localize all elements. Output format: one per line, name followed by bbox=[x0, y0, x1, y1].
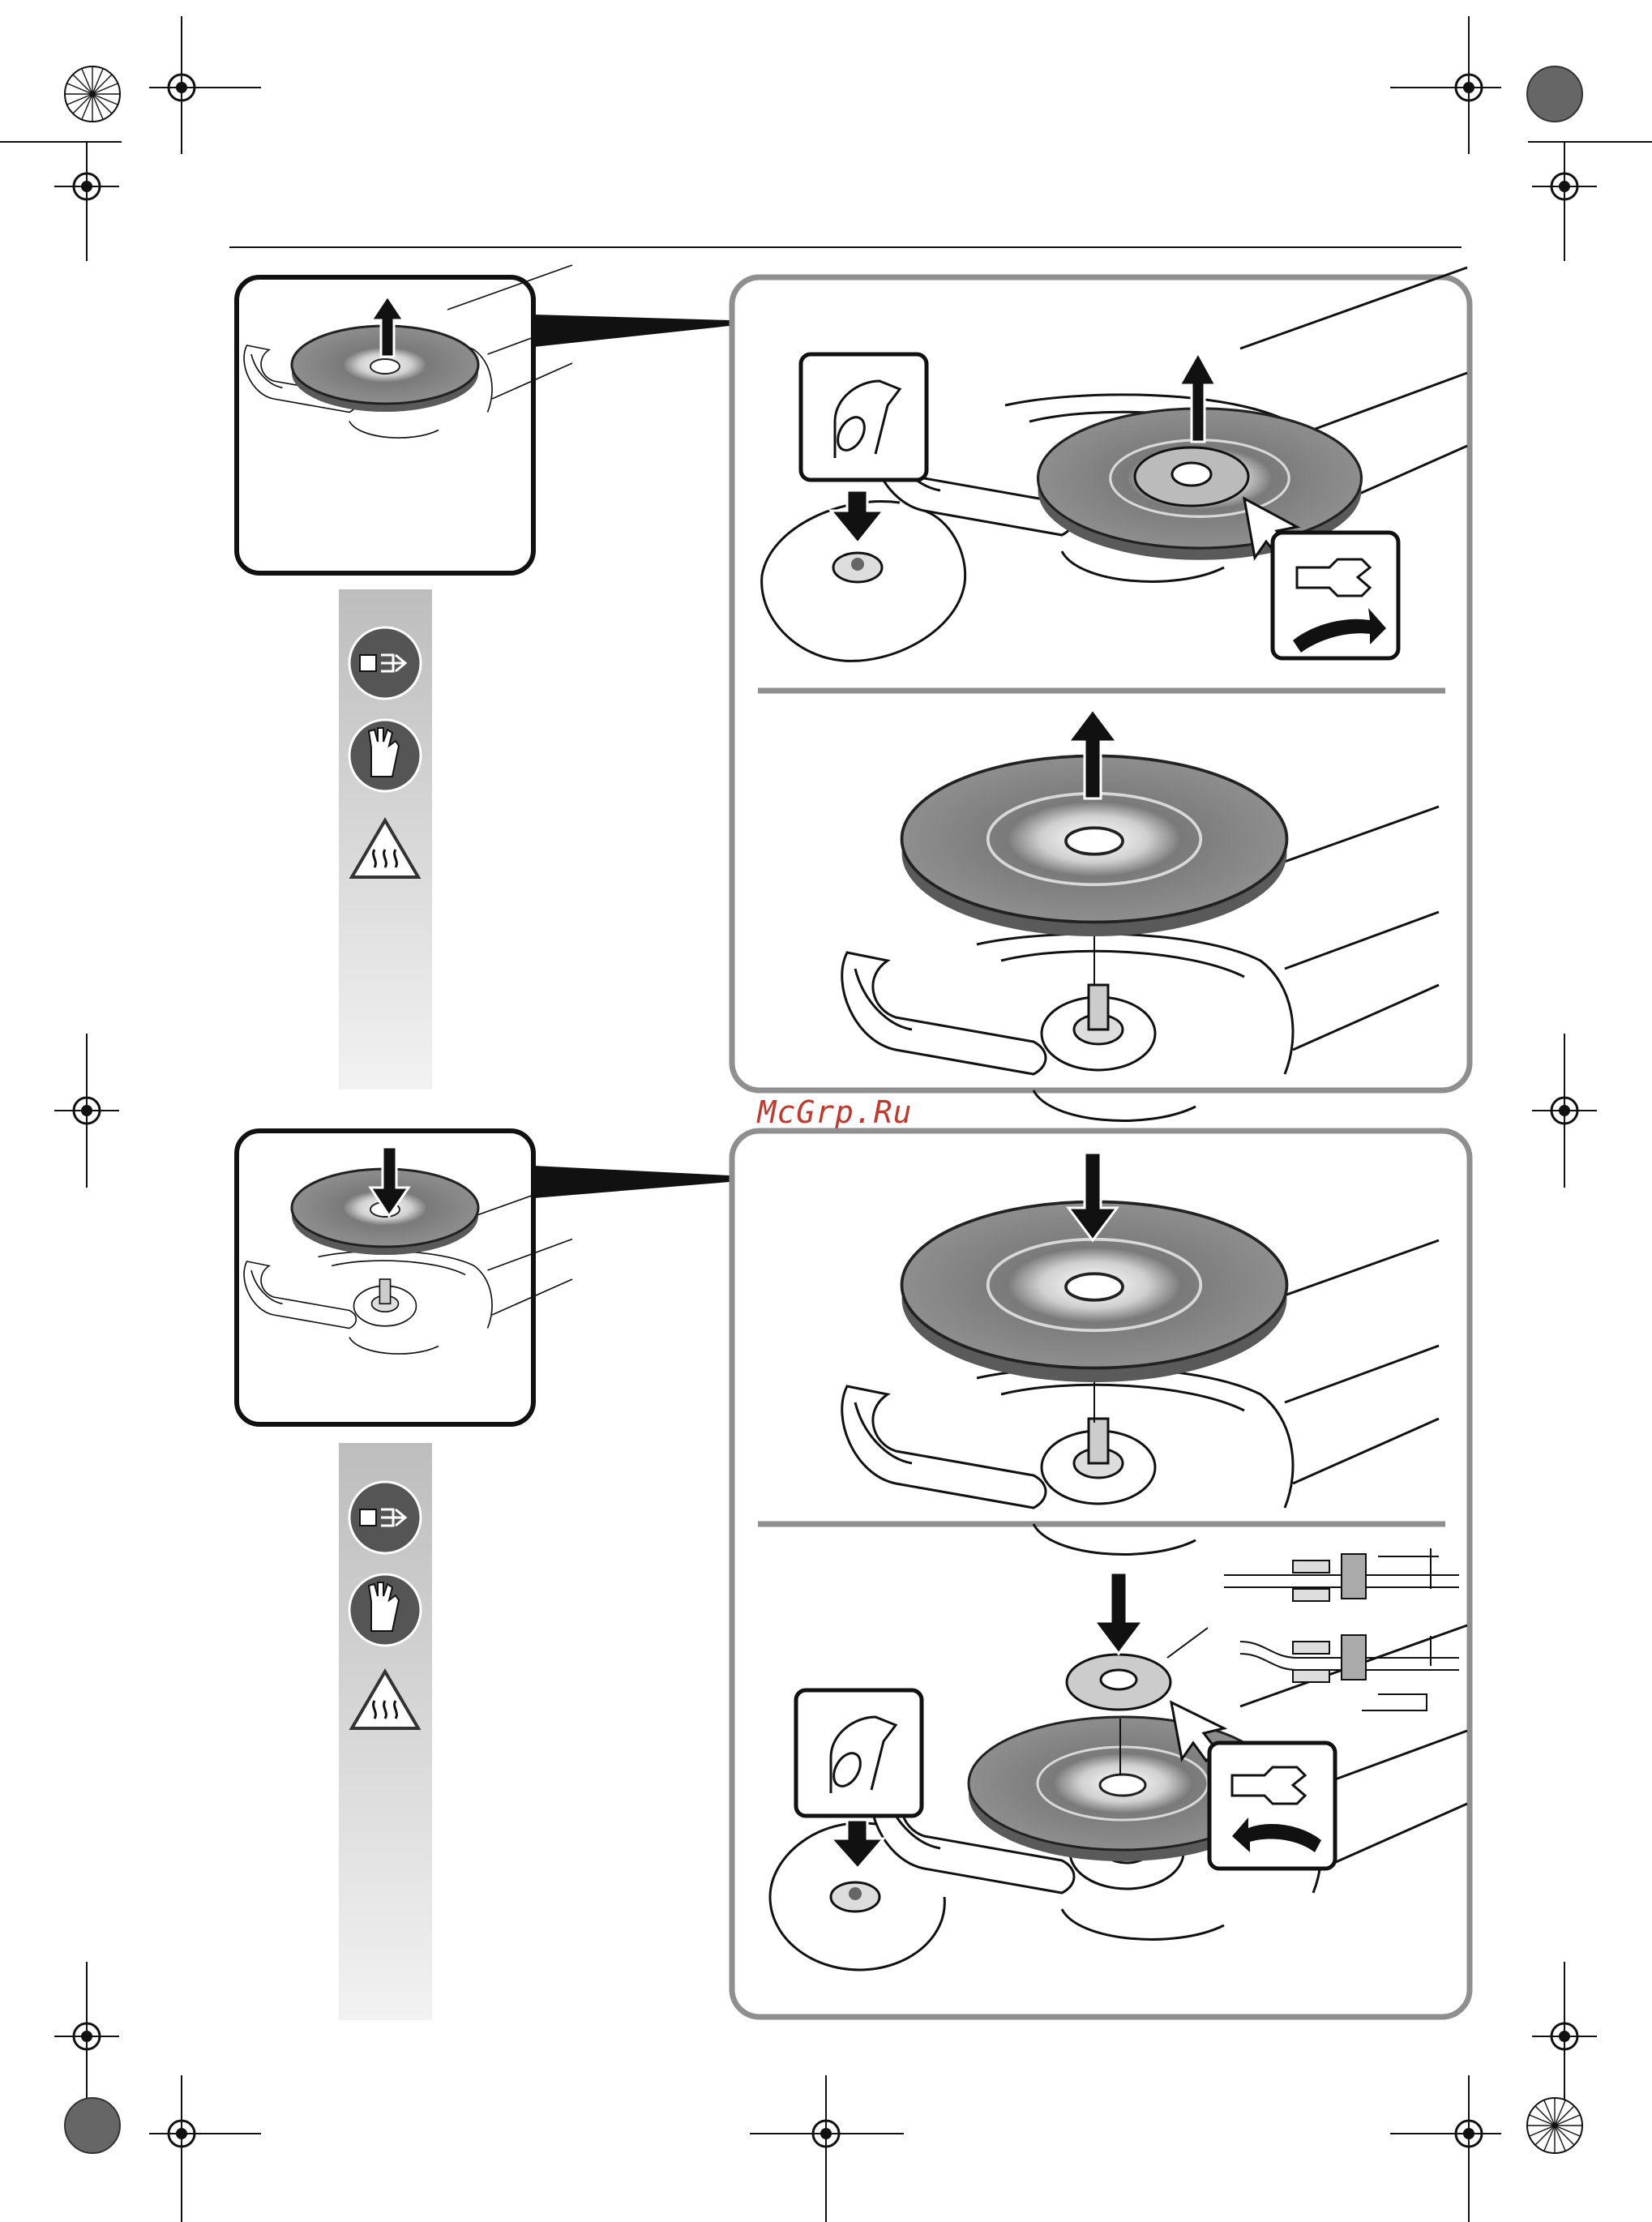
wrench-icon[interactable] bbox=[1209, 1743, 1335, 1869]
finger-press-icon bbox=[796, 1690, 922, 1816]
unplug-icon bbox=[349, 1482, 421, 1553]
section-mount-disc bbox=[237, 1131, 1470, 2020]
safety-strip bbox=[339, 589, 432, 1090]
main-panel-mount bbox=[732, 1131, 1470, 2017]
safety-strip bbox=[339, 1443, 432, 2020]
section-remove-disc bbox=[237, 265, 1470, 1120]
finger-press-icon bbox=[801, 354, 927, 480]
gloves-icon bbox=[349, 720, 421, 791]
wrench-icon[interactable] bbox=[1273, 533, 1398, 658]
main-panel-remove bbox=[732, 268, 1470, 1120]
thumbnail-mount bbox=[237, 1131, 730, 1424]
gloves-icon bbox=[349, 1574, 421, 1646]
unplug-icon bbox=[349, 627, 421, 699]
thumbnail-remove bbox=[237, 265, 730, 573]
